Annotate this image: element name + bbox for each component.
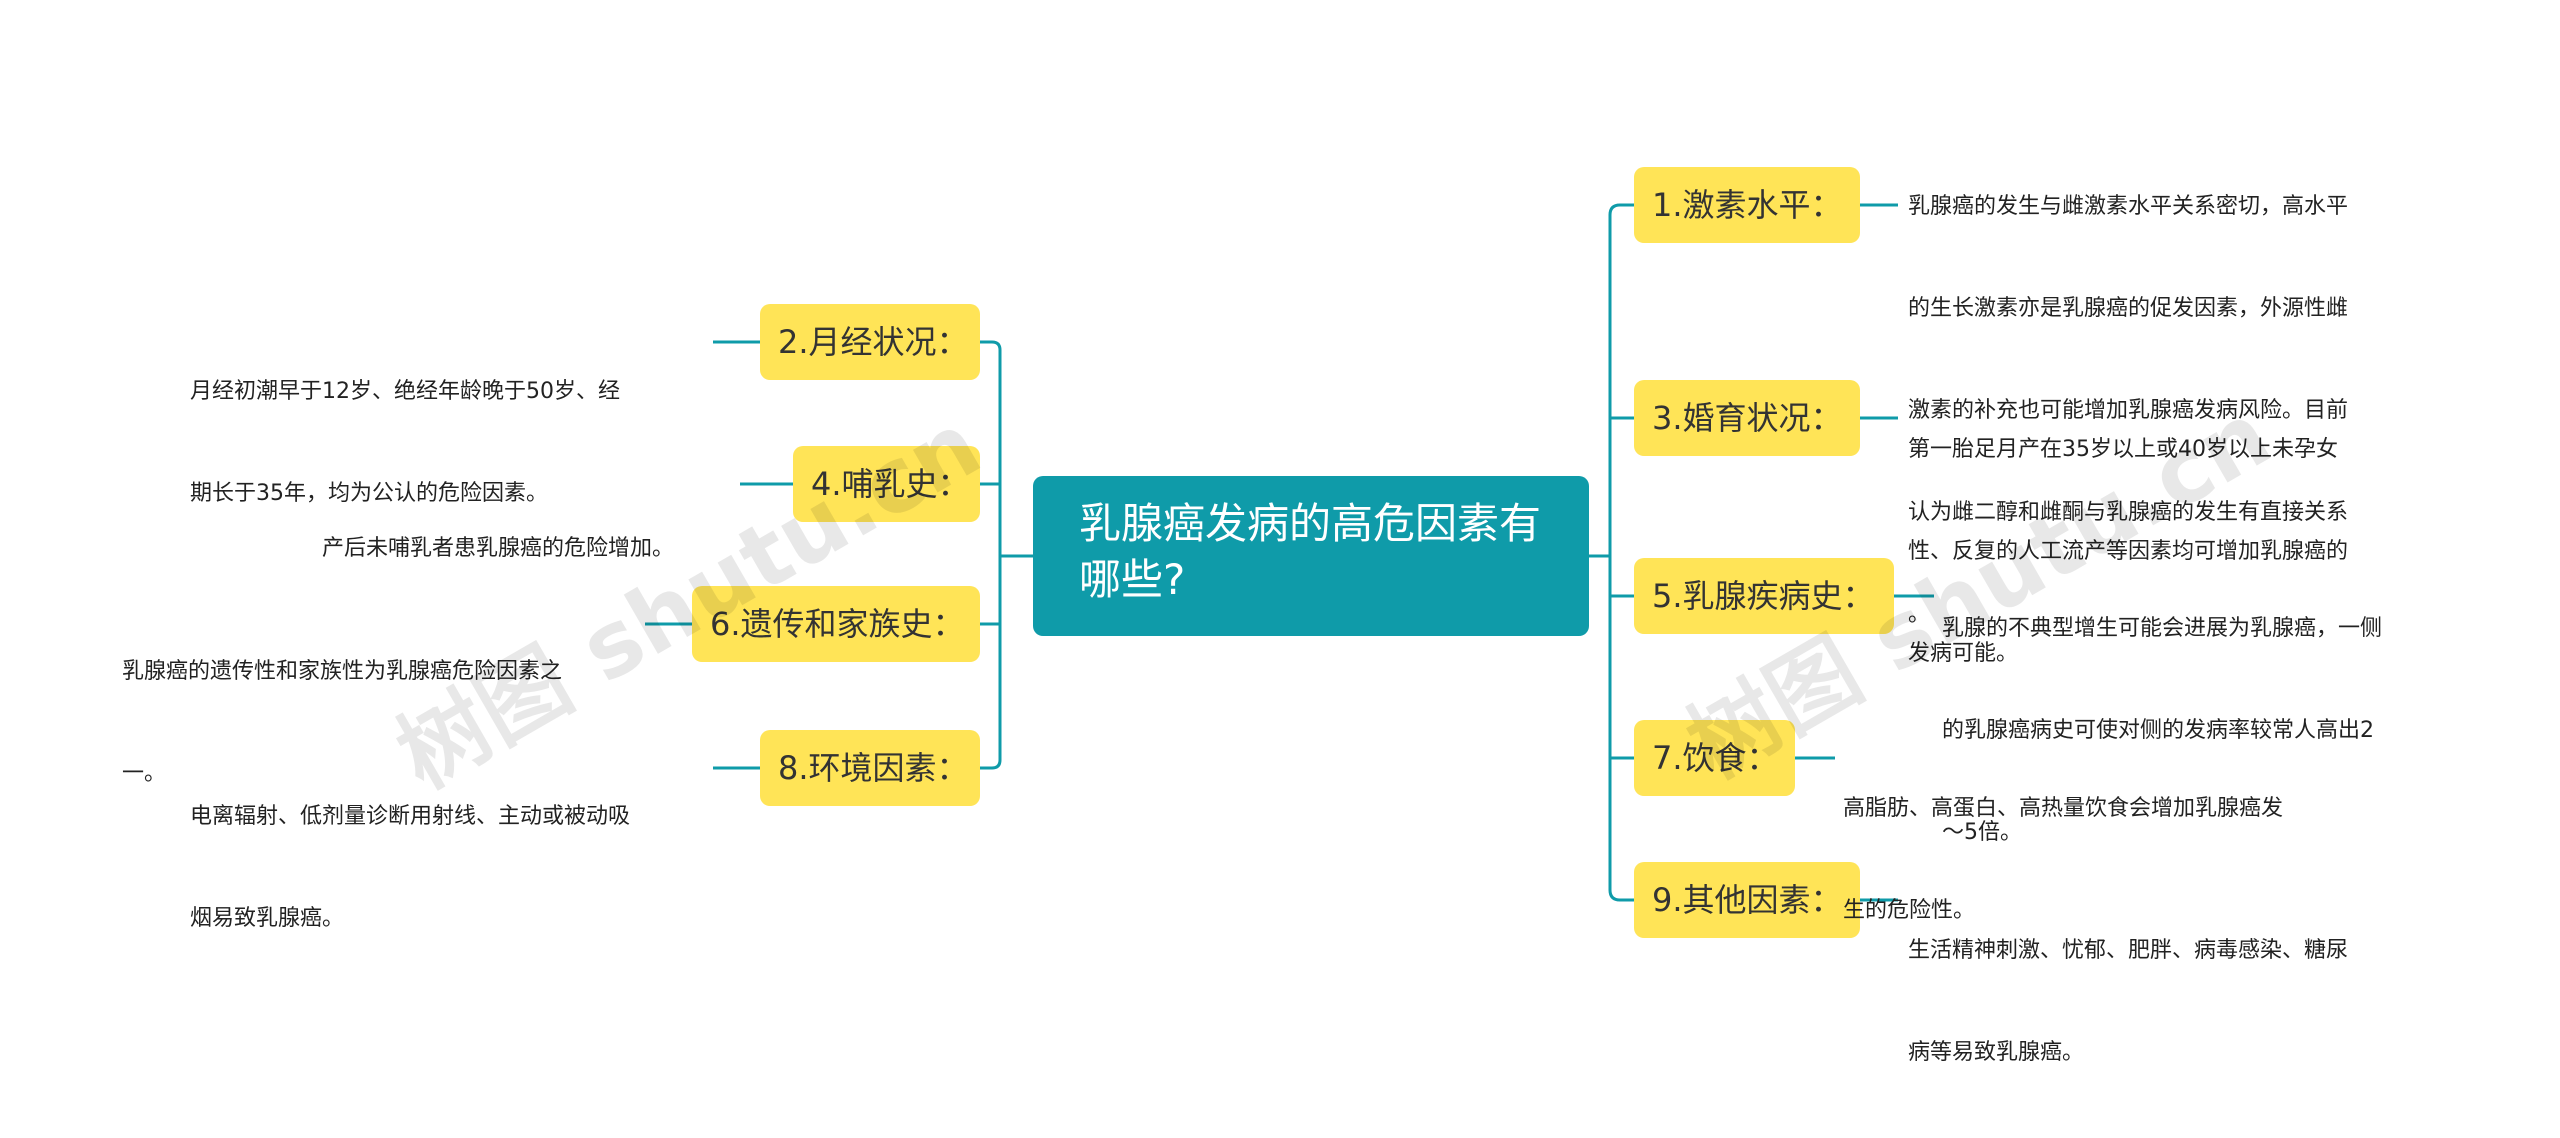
detail-breast-disease: 乳腺的不典型增生可能会进展为乳腺癌，一侧 的乳腺癌病史可使对侧的发病率较常人高出… — [1942, 544, 2382, 918]
central-topic-line2: 哪些? — [1079, 555, 1186, 604]
detail-line: 认为雌二醇和雌酮与乳腺癌的发生有直接关系 — [1908, 500, 2349, 525]
detail-line: 生的危险性。 — [1843, 898, 1976, 923]
central-topic-line1: 乳腺癌发病的高危因素有 — [1079, 499, 1542, 548]
detail-line: 。 — [1908, 602, 1931, 627]
detail-diet: 高脂肪、高蛋白、高热量饮食会增加乳腺癌发 生的危险性。 — [1843, 724, 2283, 996]
detail-environment: 电离辐射、低剂量诊断用射线、主动或被动吸 烟易致乳腺癌。 — [190, 732, 630, 1004]
topic-node-menstrual[interactable]: 2.月经状况： — [760, 304, 980, 380]
detail-line: 乳腺癌的遗传性和家族性为乳腺癌危险因素之 — [122, 659, 563, 684]
central-topic[interactable]: 乳腺癌发病的高危因素有 哪些? — [1033, 476, 1589, 636]
detail-line: 乳腺癌的发生与雌激素水平关系密切，高水平 — [1908, 194, 2349, 219]
detail-line: 一。 — [122, 761, 167, 786]
topic-node-other[interactable]: 9.其他因素： — [1634, 862, 1860, 938]
detail-line: 性、反复的人工流产等因素均可增加乳腺癌的 — [1908, 539, 2349, 564]
topic-node-genetics[interactable]: 6.遗传和家族史： — [692, 586, 980, 662]
connector-lines — [645, 203, 1934, 902]
detail-hormone: 乳腺癌的发生与雌激素水平关系密切，高水平 的生长激素亦是乳腺癌的促发因素，外源性… — [1908, 122, 2348, 700]
detail-line: 期长于35年，均为公认的危险因素。 — [190, 481, 548, 506]
detail-menstrual: 月经初潮早于12岁、绝经年龄晚于50岁、经 期长于35年，均为公认的危险因素。 — [190, 307, 620, 579]
detail-line: ～5倍。 — [1942, 820, 2022, 845]
connector-8 — [980, 759, 1002, 770]
detail-line: 激素的补充也可能增加乳腺癌发病风险。目前 — [1908, 398, 2349, 423]
topic-node-breast-disease[interactable]: 5.乳腺疾病史： — [1634, 558, 1894, 634]
detail-line: 乳腺的不典型增生可能会进展为乳腺癌，一侧 — [1942, 616, 2383, 641]
detail-line: 的乳腺癌病史可使对侧的发病率较常人高出2 — [1942, 718, 2374, 743]
detail-line: 生活精神刺激、忧郁、肥胖、病毒感染、糖尿 — [1908, 938, 2349, 963]
connector-2 — [980, 340, 1002, 351]
connector-1 — [1608, 203, 1634, 216]
detail-line: 病等易致乳腺癌。 — [1908, 1040, 2085, 1065]
topic-node-environment[interactable]: 8.环境因素： — [760, 730, 980, 806]
detail-line: 发病可能。 — [1908, 641, 2019, 666]
detail-breastfeeding: 产后未哺乳者患乳腺癌的危险增加。 — [322, 464, 674, 634]
detail-line: 月经初潮早于12岁、绝经年龄晚于50岁、经 — [190, 379, 620, 404]
connector-9 — [1608, 889, 1634, 902]
detail-genetics: 乳腺癌的遗传性和家族性为乳腺癌危险因素之 一。 — [122, 587, 562, 859]
detail-line: 电离辐射、低剂量诊断用射线、主动或被动吸 — [190, 804, 631, 829]
topic-node-hormone[interactable]: 1.激素水平： — [1634, 167, 1860, 243]
topic-node-breastfeeding[interactable]: 4.哺乳史： — [793, 446, 980, 522]
detail-other: 生活精神刺激、忧郁、肥胖、病毒感染、糖尿 病等易致乳腺癌。 — [1908, 866, 2348, 1138]
connector-left-trunk — [998, 350, 1033, 760]
connector-right-trunk — [1589, 215, 1612, 890]
topic-node-diet[interactable]: 7.饮食： — [1634, 720, 1795, 796]
detail-marriage: 第一胎足月产在35岁以上或40岁以上未孕女 性、反复的人工流产等因素均可增加乳腺… — [1908, 365, 2348, 739]
topic-node-marriage[interactable]: 3.婚育状况： — [1634, 380, 1860, 456]
mind-map: 乳腺癌发病的高危因素有 哪些? 2.月经状况： 4.哺乳史： 6.遗传和家族史：… — [122, 122, 2382, 1065]
detail-line: 的生长激素亦是乳腺癌的促发因素，外源性雌 — [1908, 296, 2349, 321]
detail-line: 产后未哺乳者患乳腺癌的危险增加。 — [322, 536, 675, 561]
detail-line: 烟易致乳腺癌。 — [190, 906, 345, 931]
detail-line: 第一胎足月产在35岁以上或40岁以上未孕女 — [1908, 437, 2338, 462]
detail-line: 高脂肪、高蛋白、高热量饮食会增加乳腺癌发 — [1843, 796, 2284, 821]
